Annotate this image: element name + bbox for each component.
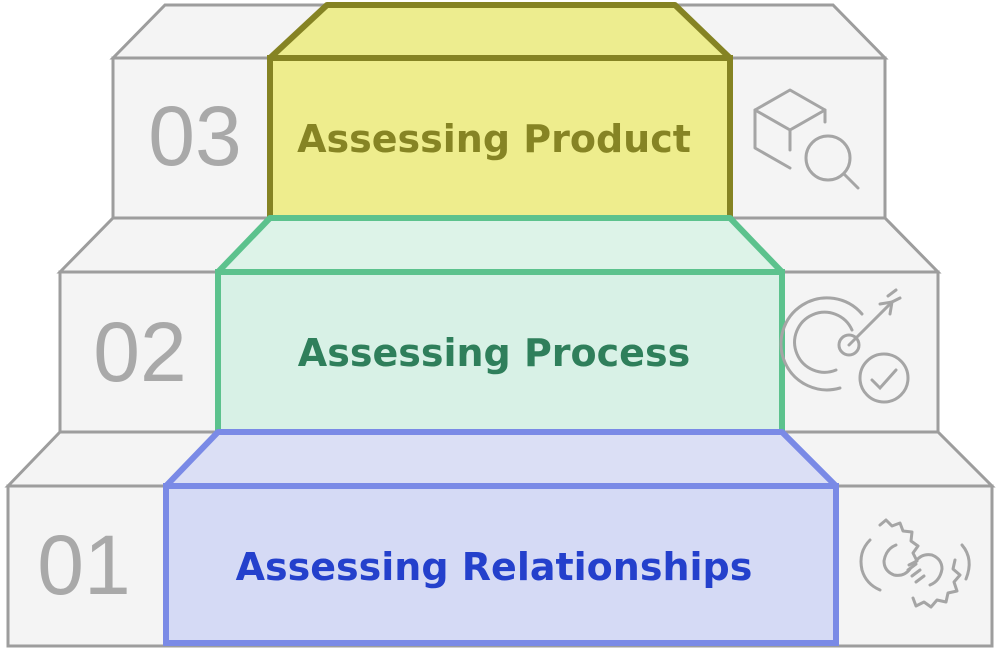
step-number-02: 02: [93, 305, 186, 399]
step-label-03: Assessing Product: [297, 117, 691, 161]
step-01-block: [163, 429, 839, 646]
handshake-gears-icon: [859, 518, 971, 609]
step-label-02: Assessing Process: [298, 331, 690, 375]
box-magnifier-icon: [753, 88, 860, 190]
step-number-01: 01: [37, 518, 130, 612]
step-number-03: 03: [148, 89, 241, 183]
target-check-icon: [779, 288, 910, 404]
step-02-block: [215, 215, 785, 435]
step-03-block: [267, 2, 733, 221]
step-label-01: Assessing Relationships: [236, 545, 753, 589]
